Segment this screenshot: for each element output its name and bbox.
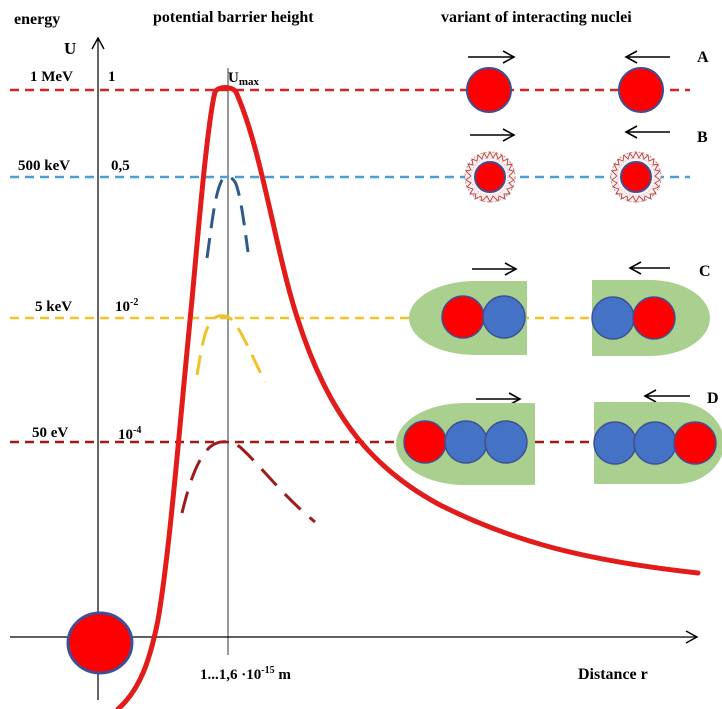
barrier-curve-500kev	[205, 175, 250, 259]
variant-label-a: A	[697, 49, 709, 66]
ratio-label-1mev: 1	[108, 69, 116, 85]
energy-label-500kev: 500 keV	[18, 158, 70, 174]
energy-label-5kev: 5 keV	[35, 299, 72, 315]
variants-title: variant of interacting nuclei	[441, 9, 632, 26]
neutron-icon	[482, 295, 526, 339]
nucleus-icon	[620, 161, 652, 193]
variant-label-c: C	[699, 263, 711, 280]
neutron-icon	[591, 296, 635, 340]
barrier-radius-label: 1...1,6 ·10-15 m	[200, 665, 291, 683]
nucleus-icon	[673, 421, 717, 465]
nucleus-icon	[618, 67, 664, 113]
neutron-icon	[444, 420, 488, 464]
nucleus-icon	[632, 296, 676, 340]
nucleus-icon	[474, 161, 506, 193]
nucleus-icon	[403, 420, 447, 464]
ratio-label-5kev: 10-2	[115, 297, 138, 315]
energy-axis-title: energy	[14, 11, 60, 28]
ratio-label-500kev: 0,5	[111, 158, 130, 174]
neutron-icon	[484, 420, 528, 464]
barrier-curve-5kev	[195, 314, 267, 383]
barrier-curve-50ev	[180, 440, 316, 524]
variant-label-b: B	[697, 129, 708, 146]
ratio-label-50ev: 10-4	[118, 425, 141, 443]
variant-label-d: D	[707, 390, 719, 407]
nucleus-icon	[66, 611, 134, 675]
neutron-icon	[593, 421, 637, 465]
energy-label-50ev: 50 eV	[32, 425, 68, 441]
energy-label-1mev: 1 MeV	[30, 69, 73, 85]
nucleus-icon	[441, 295, 485, 339]
neutron-icon	[633, 421, 677, 465]
barrier-title: potential barrier height	[153, 9, 314, 26]
umax-label: Umax	[228, 70, 260, 88]
barrier-curve-1mev	[115, 85, 701, 709]
y-axis-label: U	[64, 39, 76, 58]
nucleus-icon	[466, 67, 512, 113]
x-axis-label: Distance r	[578, 666, 648, 683]
